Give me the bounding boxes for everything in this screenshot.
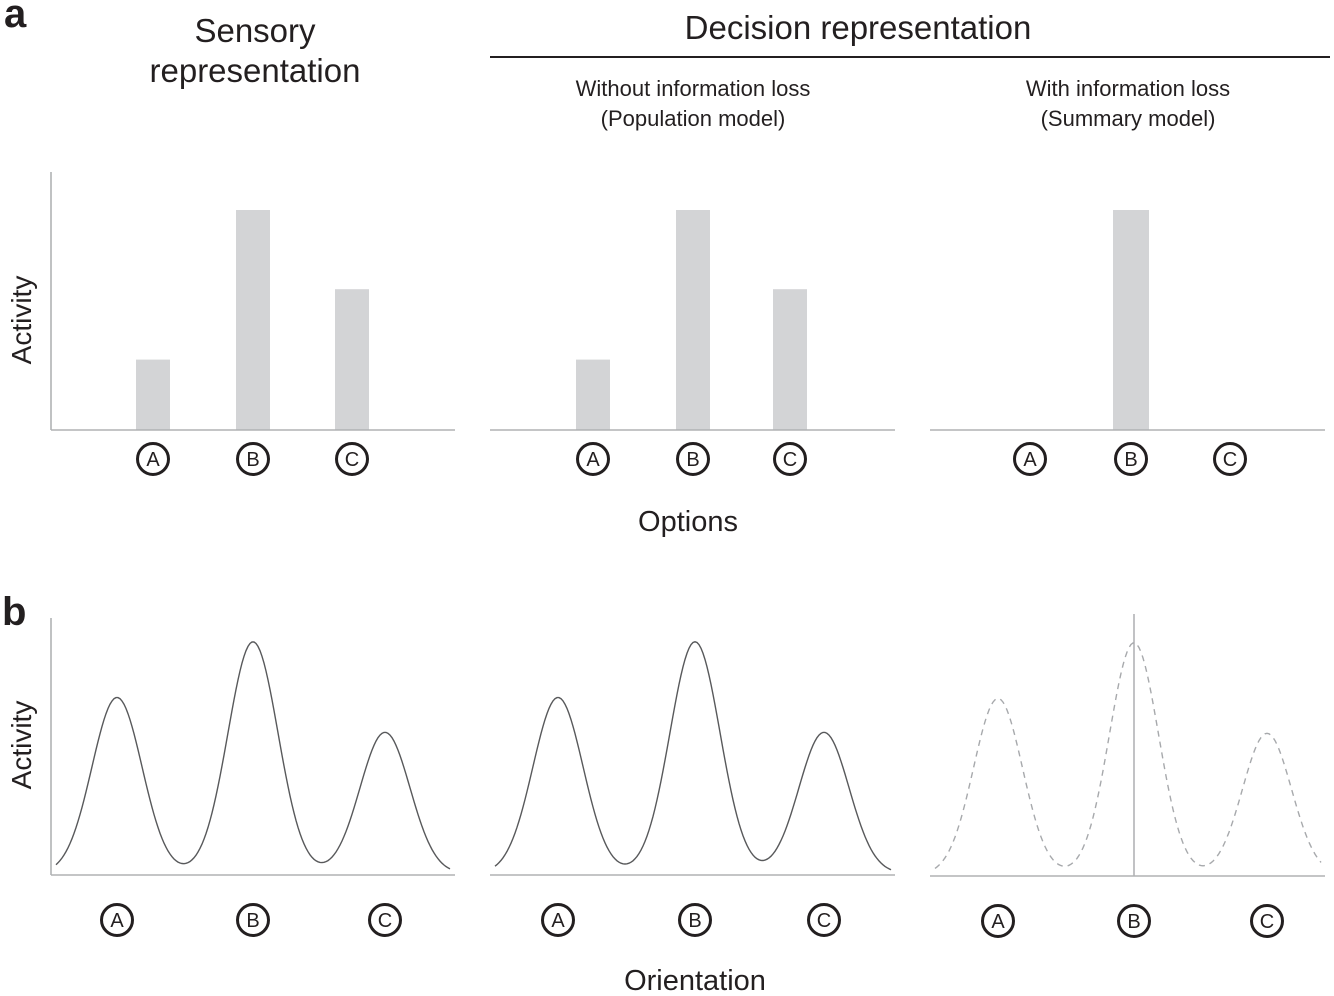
option-circle-C: [1213, 442, 1247, 476]
chart-b-sensory: A B C: [50, 618, 455, 937]
option-letter-A: A: [991, 911, 1005, 933]
option-letter-B: B: [1124, 449, 1137, 471]
option-circle-B: [676, 442, 710, 476]
chart-b-population: A B C: [490, 641, 895, 937]
option-circle-C: [773, 442, 807, 476]
summary-model-subtitle: With information loss (Summary model): [1025, 76, 1231, 131]
option-circle-A: [541, 903, 575, 937]
options-axis-label: Options: [638, 506, 738, 538]
population-model-subtitle: Without information loss (Population mod…: [575, 76, 811, 131]
option-circle-A: [1013, 442, 1047, 476]
option-letter-B: B: [686, 449, 699, 471]
bar-B: [1113, 210, 1149, 430]
option-circle-C: [335, 442, 369, 476]
option-letter-C: C: [817, 910, 831, 932]
option-letter-A: A: [551, 910, 565, 932]
panel-a-label: a: [4, 0, 27, 36]
option-letter-B: B: [1127, 911, 1140, 933]
option-circle-B: [1117, 904, 1151, 938]
option-circle-C: [807, 903, 841, 937]
option-letter-C: C: [378, 910, 392, 932]
chart-b-summary: A B C: [930, 614, 1325, 938]
option-letter-C: C: [1223, 449, 1237, 471]
option-circle-B: [236, 442, 270, 476]
option-letter-B: B: [688, 910, 701, 932]
orientation-axis-label: Orientation: [624, 965, 766, 996]
option-circle-C: [1250, 904, 1284, 938]
option-circle-C: [368, 903, 402, 937]
chart-a-population: A B C: [490, 210, 895, 476]
tuning-curve-dashed: [934, 642, 1322, 869]
option-circle-A: [981, 904, 1015, 938]
decision-column-title: Decision representation: [684, 9, 1032, 46]
option-circle-B: [1114, 442, 1148, 476]
chart-a-sensory: A B C: [50, 172, 455, 476]
bar-A: [136, 359, 170, 430]
option-circle-A: [136, 442, 170, 476]
option-letter-C: C: [1260, 911, 1274, 933]
activity-axis-label-a: Activity: [6, 275, 37, 365]
decision-header-rule: [490, 56, 1330, 58]
bar-C: [773, 289, 807, 430]
bar-B: [676, 210, 710, 430]
bar-C: [335, 289, 369, 430]
option-circle-A: [100, 903, 134, 937]
option-letter-A: A: [586, 449, 600, 471]
panel-b-label: b: [2, 590, 27, 634]
option-letter-A: A: [1023, 449, 1037, 471]
chart-a-summary: A B C: [930, 210, 1325, 476]
bar-B: [236, 210, 270, 430]
option-letter-B: B: [246, 449, 259, 471]
option-circle-B: [236, 903, 270, 937]
option-letter-C: C: [783, 449, 797, 471]
option-circle-A: [576, 442, 610, 476]
tuning-curve-solid: [494, 641, 892, 871]
sensory-column-title: Sensory representation: [149, 12, 361, 89]
option-letter-B: B: [246, 910, 259, 932]
option-letter-A: A: [110, 910, 124, 932]
option-letter-C: C: [345, 449, 359, 471]
option-letter-A: A: [146, 449, 160, 471]
bar-A: [576, 359, 610, 430]
tuning-curve-solid: [55, 641, 451, 870]
activity-axis-label-b: Activity: [6, 700, 37, 790]
option-circle-B: [678, 903, 712, 937]
